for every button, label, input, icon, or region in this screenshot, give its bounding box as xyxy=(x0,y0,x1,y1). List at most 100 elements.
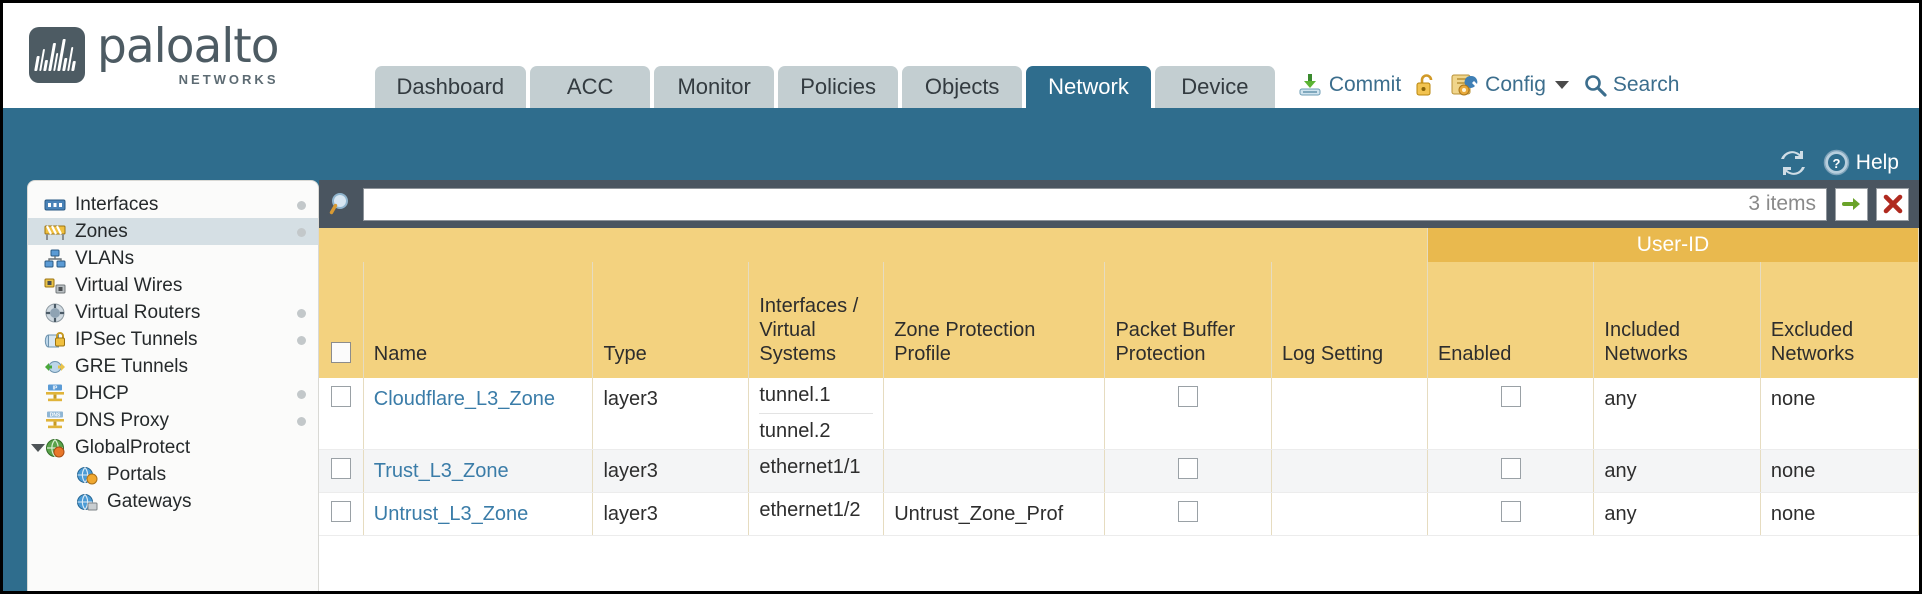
column-header-zone-protection-profile[interactable]: Zone Protection Profile xyxy=(883,262,1106,378)
config-label: Config xyxy=(1485,73,1546,96)
zone-name-link[interactable]: Cloudflare_L3_Zone xyxy=(373,388,555,410)
virtual-routers-icon xyxy=(45,303,65,322)
nav-tab-acc[interactable]: ACC xyxy=(530,65,651,108)
user-id-enabled-checkbox[interactable] xyxy=(1500,458,1521,479)
zone-name-link[interactable]: Untrust_L3_Zone xyxy=(373,503,529,525)
row-select-checkbox[interactable] xyxy=(330,501,351,522)
packet-buffer-protection-checkbox[interactable] xyxy=(1178,501,1199,522)
cell-excluded-networks: none xyxy=(1760,492,1919,536)
sidebar-item-globalprotect[interactable]: GlobalProtect xyxy=(28,434,318,461)
nav-tab-dashboard[interactable]: Dashboard xyxy=(374,65,527,108)
select-all-checkbox[interactable] xyxy=(331,342,351,363)
sidebar-item-interfaces[interactable]: Interfaces xyxy=(28,191,318,218)
packet-buffer-protection-checkbox[interactable] xyxy=(1178,386,1199,407)
sidebar-item-label: VLANs xyxy=(75,247,135,269)
lock-button[interactable] xyxy=(1415,72,1437,98)
commit-button[interactable]: Commit xyxy=(1297,72,1401,98)
content-panel: 3 items xyxy=(319,180,1919,591)
row-select-checkbox[interactable] xyxy=(330,386,351,407)
sidebar-item-portals[interactable]: Portals xyxy=(28,461,318,488)
sidebar-item-label: IPSec Tunnels xyxy=(75,328,198,350)
cell-interfaces: ethernet1/1 xyxy=(748,449,885,493)
chevron-down-icon[interactable] xyxy=(1554,81,1569,89)
refresh-icon xyxy=(1780,150,1805,175)
sidebar-item-zones[interactable]: Zones xyxy=(28,218,318,245)
cell-log-setting xyxy=(1271,378,1428,450)
search-button[interactable]: Search xyxy=(1583,73,1680,97)
nav-tab-device[interactable]: Device xyxy=(1154,65,1275,108)
column-header-type[interactable]: Type xyxy=(592,262,750,378)
vlans-icon xyxy=(44,249,66,267)
cell-zone-protection-profile xyxy=(883,378,1106,450)
nav-tab-monitor[interactable]: Monitor xyxy=(654,65,775,108)
search-label: Search xyxy=(1612,73,1680,96)
sidebar-item-label: Interfaces xyxy=(75,193,159,215)
cell-packet-buffer-protection xyxy=(1104,449,1272,493)
row-select-cell xyxy=(319,449,364,493)
interface-entry: ethernet1/2 xyxy=(759,499,861,521)
column-header-interfaces-virtual-systems[interactable]: Interfaces / Virtual Systems xyxy=(748,262,885,378)
user-id-enabled-checkbox[interactable] xyxy=(1500,386,1521,407)
group-header-spacer xyxy=(319,228,1428,262)
cell-included-networks: any xyxy=(1593,492,1761,536)
column-header-enabled[interactable]: Enabled xyxy=(1427,262,1595,378)
row-select-checkbox[interactable] xyxy=(330,458,351,479)
sidebar-item-gateways[interactable]: Gateways xyxy=(28,488,318,515)
interface-entry: ethernet1/1 xyxy=(759,456,861,478)
sidebar-item-gre-tunnels[interactable]: GRE Tunnels xyxy=(28,353,318,380)
column-header-log-setting[interactable]: Log Setting xyxy=(1271,262,1428,378)
column-header-excluded-networks[interactable]: Excluded Networks xyxy=(1760,262,1919,378)
refresh-button[interactable] xyxy=(1779,150,1807,176)
sidebar-item-status-dot xyxy=(297,308,306,318)
config-icon xyxy=(1451,74,1478,96)
apply-filter-button[interactable] xyxy=(1835,187,1868,221)
cell-included-networks: any xyxy=(1593,449,1761,493)
svg-text:DNS: DNS xyxy=(50,412,61,418)
zone-name-link[interactable]: Trust_L3_Zone xyxy=(373,460,509,482)
cell-excluded-networks: none xyxy=(1760,378,1919,450)
config-button[interactable]: Config xyxy=(1451,72,1569,98)
expander-triangle-icon[interactable] xyxy=(31,444,45,452)
commit-label: Commit xyxy=(1328,73,1402,96)
column-header-name[interactable]: Name xyxy=(363,262,594,378)
sidebar-item-vlans[interactable]: VLANs xyxy=(28,245,318,272)
cell-user-id-enabled xyxy=(1427,449,1595,493)
cell-name: Cloudflare_L3_Zone xyxy=(363,378,594,450)
search-input[interactable]: 3 items xyxy=(363,187,1827,221)
interfaces-icon xyxy=(44,199,66,210)
column-header-packet-buffer-protection[interactable]: Packet Buffer Protection xyxy=(1104,262,1272,378)
cell-included-networks: any xyxy=(1593,378,1761,450)
cell-interfaces: ethernet1/2 xyxy=(748,492,885,536)
sidebar-item-virtual-routers[interactable]: Virtual Routers xyxy=(28,299,318,326)
ipsec-tunnels-icon xyxy=(44,331,65,347)
sidebar-item-label: Zones xyxy=(75,220,128,242)
globalprotect-icon xyxy=(46,438,65,457)
column-header-included-networks[interactable]: Included Networks xyxy=(1593,262,1761,378)
help-button[interactable]: ? Help xyxy=(1823,149,1899,176)
nav-tab-network[interactable]: Network xyxy=(1026,65,1151,108)
nav-tab-objects[interactable]: Objects xyxy=(902,65,1023,108)
sidebar-item-virtual-wires[interactable]: Virtual Wires xyxy=(28,272,318,299)
packet-buffer-protection-checkbox[interactable] xyxy=(1178,458,1199,479)
user-id-enabled-checkbox[interactable] xyxy=(1500,501,1521,522)
clear-filter-button[interactable] xyxy=(1876,187,1909,221)
paloalto-logo-icon xyxy=(29,26,85,83)
commit-icon xyxy=(1299,74,1321,96)
sidebar-item-ipsec-tunnels[interactable]: IPSec Tunnels xyxy=(28,326,318,353)
virtual-wires-icon xyxy=(44,278,66,293)
sidebar-item-label: Virtual Wires xyxy=(75,274,183,296)
nav-tab-policies[interactable]: Policies xyxy=(778,65,899,108)
nav-tab-label: Objects xyxy=(924,73,1000,99)
sidebar-item-status-dot xyxy=(297,389,306,399)
cell-name: Trust_L3_Zone xyxy=(363,449,594,493)
cell-packet-buffer-protection xyxy=(1104,492,1272,536)
